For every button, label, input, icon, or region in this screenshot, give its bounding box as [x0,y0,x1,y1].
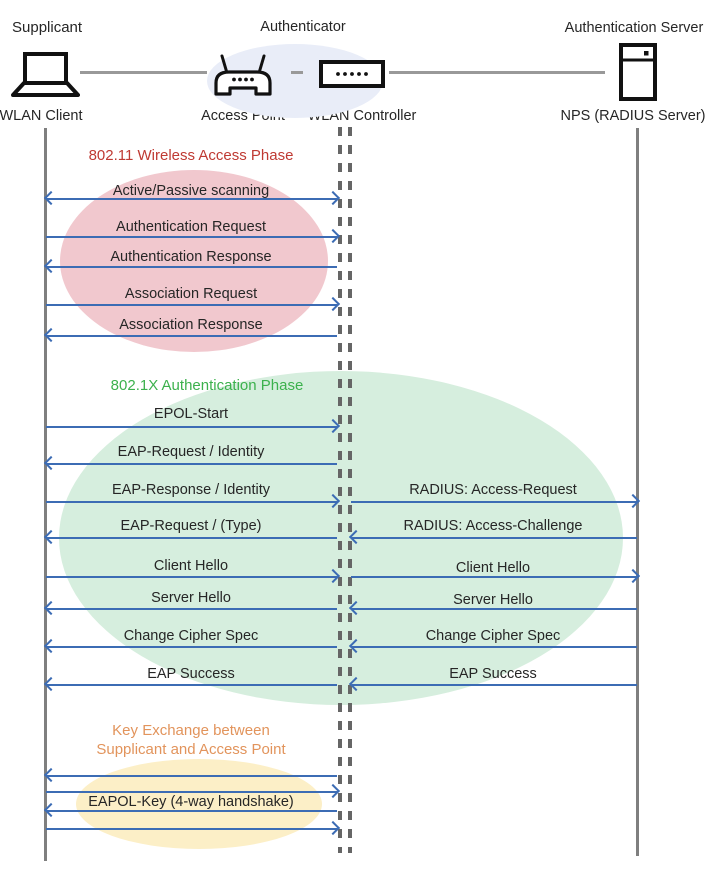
connector-client-ap [80,71,207,74]
message-arrow-left [47,537,337,539]
lifeline-controller-dashed-2 [348,127,352,853]
access-point-icon [214,54,272,96]
phase-title-802-11: 802.11 Wireless Access Phase [88,147,294,164]
lifeline-wlan-client [44,128,47,861]
message-arrow-left [352,646,637,648]
laptop-icon [11,52,80,97]
message-arrow-right [46,501,337,503]
message-label: RADIUS: Access-Challenge [403,518,583,534]
message-label: Change Cipher Spec [425,628,561,644]
phase-title-key-exchange: Key Exchange between Supplicant and Acce… [96,722,286,758]
message-label: Server Hello [151,590,231,606]
message-label: EPOL-Start [153,406,229,422]
message-arrow-left [47,608,337,610]
message-arrow-both [47,198,337,200]
message-arrow-right [46,236,337,238]
message-arrow-left [47,266,337,268]
node-nps: NPS (RADIUS Server) [560,108,706,124]
phase-802-11-ellipse [60,170,328,352]
message-arrow-left [47,335,337,337]
message-label: EAPOL-Key (4-way handshake) [88,794,294,810]
message-arrow-left [352,684,637,686]
message-arrow-left [47,463,337,465]
phase-key-exchange-ellipse [76,759,322,849]
message-arrow-left [47,810,337,812]
lifeline-controller-dashed-1 [338,127,342,853]
message-label: Authentication Request [116,219,266,235]
role-supplicant: Supplicant [12,19,83,36]
message-label: EAP Success [449,666,537,682]
message-arrow-right [46,791,337,793]
message-label: Association Request [124,286,258,302]
message-arrow-right [46,304,337,306]
message-label: Association Response [119,317,263,333]
server-icon [619,43,657,101]
phase-title-802-1x: 802.1X Authentication Phase [110,377,304,394]
message-label: Active/Passive scanning [112,183,270,199]
role-authentication-server: Authentication Server [564,20,704,36]
lifeline-nps [636,128,639,856]
message-arrow-left [47,684,337,686]
message-arrow-right [46,576,337,578]
node-wlan-client: WLAN Client [0,108,83,124]
message-label: EAP-Response / Identity [112,482,270,498]
connector-controller-server [389,71,605,74]
message-arrow-left [352,608,637,610]
message-label: Server Hello [453,592,533,608]
message-label: EAP-Request / Identity [117,444,265,460]
wlan-controller-icon [319,60,385,88]
message-label: EAP Success [147,666,235,682]
message-arrow-right [46,426,337,428]
message-label: Change Cipher Spec [123,628,259,644]
message-arrow-left [47,646,337,648]
message-label: Client Hello [153,558,229,574]
message-arrow-left [352,537,637,539]
message-arrow-left [47,775,337,777]
message-arrow-right [351,501,637,503]
connector-ap-controller [291,71,303,74]
message-label: Authentication Response [110,249,272,265]
message-label: Client Hello [455,560,531,576]
role-authenticator: Authenticator [260,19,346,35]
message-label: RADIUS: Access-Request [409,482,577,498]
message-arrow-right [351,576,637,578]
message-arrow-right [46,828,337,830]
message-label: EAP-Request / (Type) [120,518,262,534]
